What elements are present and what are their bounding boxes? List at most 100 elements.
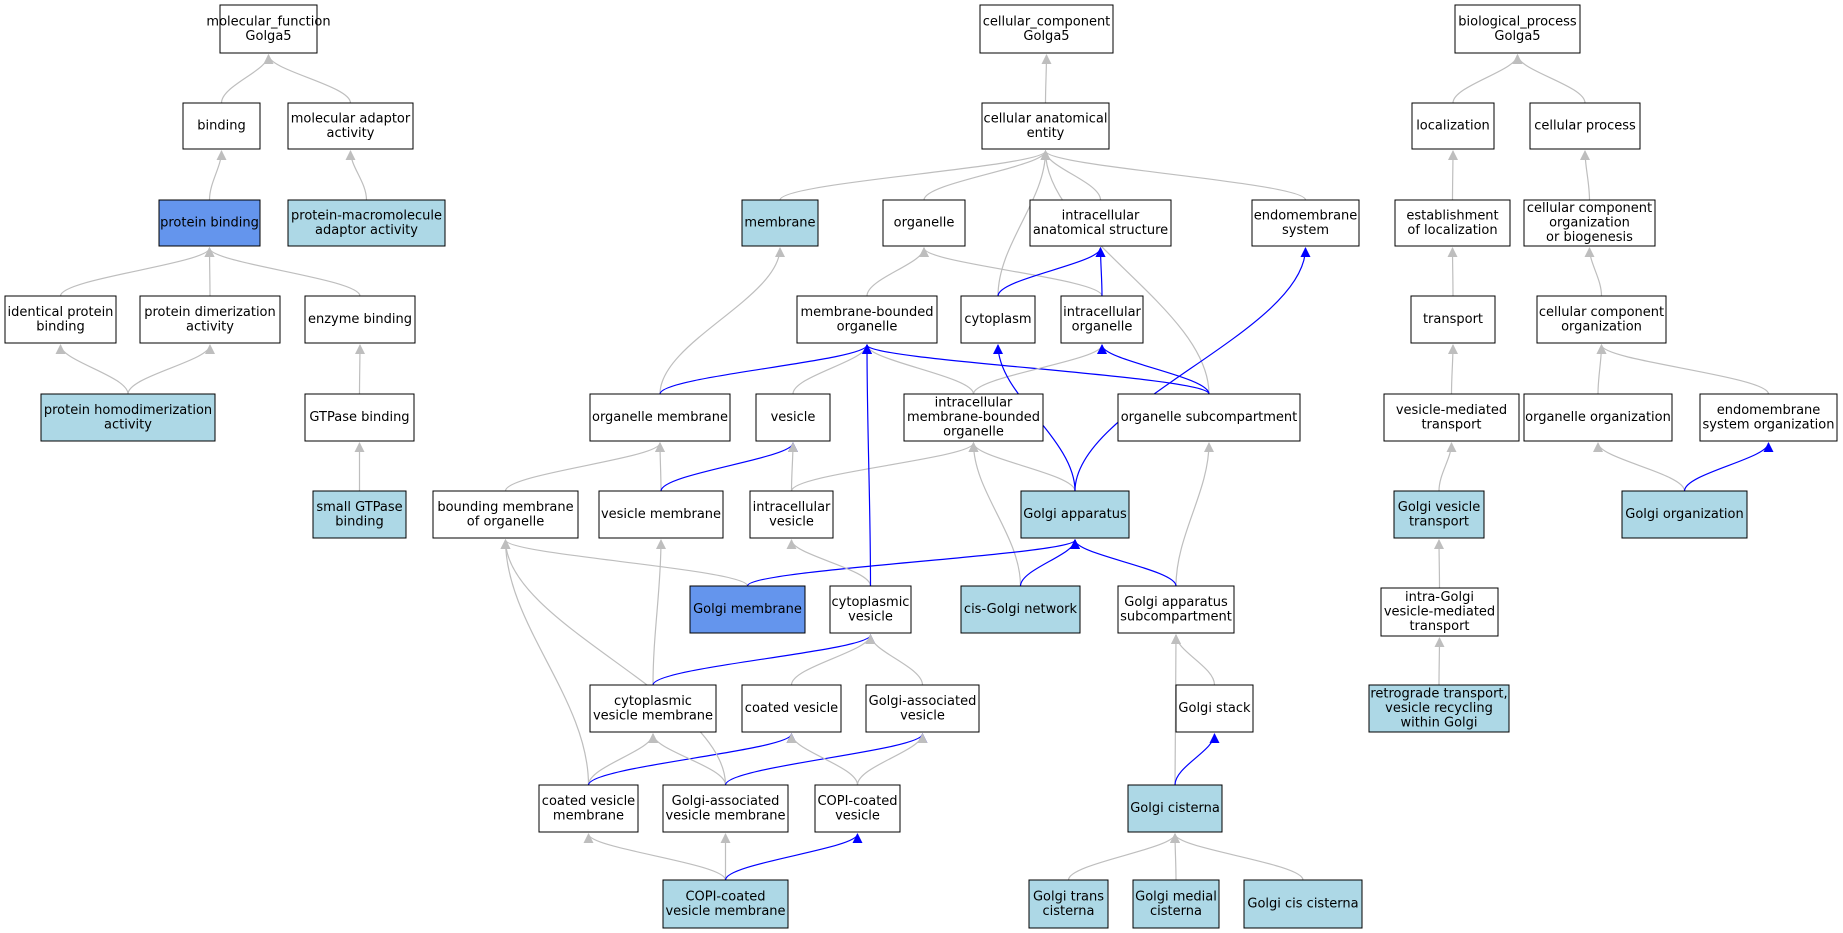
- go-term-enzyme-binding[interactable]: enzyme binding: [304, 295, 416, 344]
- term-label: biological_process: [1458, 14, 1577, 29]
- go-term-organelle-subcompartment[interactable]: organelle subcompartment: [1117, 393, 1301, 442]
- edge-cytoplasm-to-intracellular_anatomical_structure: [997, 247, 1106, 297]
- go-term-retrograde-transport[interactable]: retrograde transport,vesicle recyclingwi…: [1368, 684, 1510, 733]
- edge: [779, 150, 1051, 201]
- edge: [972, 344, 1107, 395]
- edge: [792, 344, 872, 395]
- edge: [263, 54, 352, 104]
- go-term-transport[interactable]: transport: [1410, 295, 1496, 344]
- term-box: [1536, 295, 1667, 344]
- edge: [1434, 539, 1445, 589]
- go-term-cytoplasm[interactable]: cytoplasm: [960, 295, 1036, 344]
- go-term-localization[interactable]: localization: [1411, 102, 1495, 150]
- go-term-vesicle[interactable]: vesicle: [755, 393, 831, 442]
- edge: [1580, 150, 1591, 201]
- go-term-coated-vesicle[interactable]: coated vesicle: [741, 684, 842, 733]
- term-label: identical protein: [8, 305, 114, 320]
- term-label: membrane-bounded: [907, 410, 1040, 425]
- edge-intra_golgi_transport-to-golgi_vesicle_transport: [1434, 539, 1445, 589]
- edge: [500, 539, 590, 786]
- term-box: [219, 4, 318, 54]
- edge-organelle_membrane-to-membrane: [659, 247, 785, 395]
- go-term-golgi-cisterna[interactable]: Golgi cisterna: [1127, 784, 1223, 833]
- term-box: [304, 393, 415, 442]
- term-label: Golga5: [1494, 29, 1540, 44]
- edge: [1438, 442, 1457, 492]
- edge-vesicle-to-membrane_bounded_organelle: [792, 344, 872, 395]
- term-box: [1523, 199, 1656, 247]
- go-term-gtpase-binding[interactable]: GTPase binding: [304, 393, 415, 442]
- edge-golgi_associated_vesicle_membrane-to-golgi_associated_vesicle: [724, 733, 928, 786]
- term-box: [755, 393, 831, 442]
- go-term-golgi-organization[interactable]: Golgi organization: [1621, 490, 1748, 539]
- go-term-organelle-organization[interactable]: organelle organization: [1523, 393, 1673, 442]
- go-term-organelle-membrane[interactable]: organelle membrane: [589, 393, 731, 442]
- edge: [866, 247, 929, 297]
- go-term-golgi-membrane[interactable]: Golgi membrane: [689, 585, 806, 634]
- term-label: coated vesicle: [542, 794, 635, 809]
- term-box: [1117, 585, 1235, 634]
- go-term-golgi-stack[interactable]: Golgi stack: [1175, 684, 1254, 733]
- edge-vesicle_membrane-to-vesicle: [660, 442, 798, 492]
- edge-binding-to-mf_root: [220, 54, 274, 104]
- edge-intracellular_mbo-to-membrane_bounded_organelle: [862, 344, 975, 395]
- term-label: vesicle membrane: [601, 507, 721, 522]
- go-term-cis-golgi-network[interactable]: cis-Golgi network: [960, 585, 1081, 634]
- term-box: [40, 393, 216, 442]
- edge-protein_homodimerization-to-protein_dimerization: [127, 344, 215, 395]
- go-term-membrane[interactable]: membrane: [741, 199, 819, 247]
- edge: [1070, 539, 1177, 587]
- go-term-golgi-apparatus[interactable]: Golgi apparatus: [1020, 490, 1130, 539]
- term-label: membrane: [553, 808, 624, 823]
- edge: [790, 634, 876, 686]
- term-label: endomembrane: [1717, 403, 1821, 418]
- edge: [59, 247, 215, 297]
- go-term-organelle[interactable]: organelle: [882, 199, 966, 247]
- edge-protein_binding-to-binding: [208, 150, 227, 201]
- term-box: [1383, 393, 1520, 442]
- go-term-cellular-process[interactable]: cellular process: [1529, 102, 1641, 150]
- go-term-vesicle-membrane[interactable]: vesicle membrane: [598, 490, 724, 539]
- go-term-golgi-cis-cisterna[interactable]: Golgi cis cisterna: [1243, 879, 1363, 929]
- go-term-protein-binding[interactable]: protein binding: [158, 199, 261, 247]
- edge: [862, 344, 873, 587]
- go-term-binding[interactable]: binding: [182, 102, 261, 150]
- term-box: [158, 199, 261, 247]
- term-box: [662, 784, 789, 833]
- edge-organelle_organization-to-cellular_component_organization: [1596, 344, 1607, 395]
